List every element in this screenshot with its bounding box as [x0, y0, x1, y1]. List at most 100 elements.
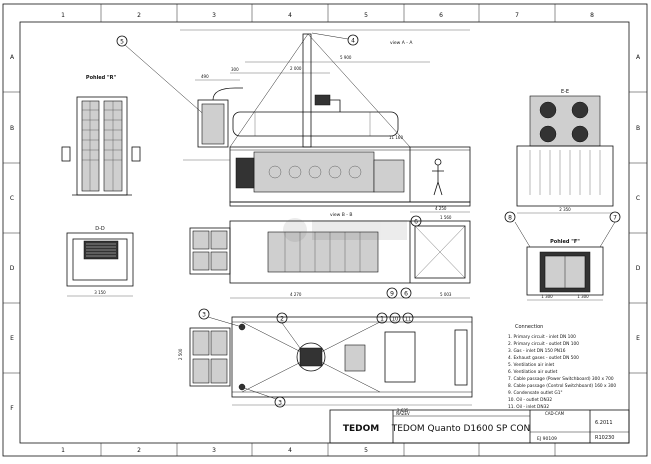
svg-text:10: 10 — [392, 317, 398, 323]
connection-legend: Connection 1. Primary circuit - inlet DN… — [508, 324, 616, 410]
column-grid — [100, 4, 556, 456]
row-label: E — [10, 335, 14, 342]
callout-2: 2 — [276, 312, 301, 349]
callout-6: 6 — [410, 215, 422, 227]
view-title: D-D — [95, 226, 105, 232]
dimension-label: 1 300 — [541, 294, 553, 299]
view-title: Pohled "R" — [86, 75, 117, 81]
legend-item: 8. Cable passage (Control Switchboard) 1… — [508, 383, 616, 389]
legend-item: 11. Oil - inlet DN32 — [508, 404, 549, 410]
view-d-d: D-D 3 150 — [66, 226, 134, 297]
col-label: 3 — [212, 12, 216, 19]
nazev-label: NÁZEV — [396, 411, 410, 416]
dimension-label: 5 900 — [340, 55, 352, 60]
cad-label: CAD-CAM — [545, 411, 565, 416]
inner-frame — [19, 21, 630, 444]
tedom-logo: TEDOM — [343, 424, 379, 434]
view-pohled-f: Pohled "F" 1 300 1 300 — [514, 221, 616, 301]
legend-item: 5. Ventilation air inlet — [508, 362, 554, 368]
dimension-label: 2 635 — [397, 408, 409, 413]
legend-item: 1. Primary circuit - inlet DN 100 — [508, 334, 576, 340]
view-b-b: view B - B 4 270 5 003 1 560 — [189, 212, 471, 299]
dimension-label: 3 150 — [94, 290, 106, 295]
callout-3-top: 3 — [198, 308, 243, 328]
svg-text:4: 4 — [351, 38, 355, 45]
col-label: 1 — [61, 447, 65, 454]
row-label: E — [636, 335, 640, 342]
col-label: 7 — [515, 12, 519, 19]
view-roof-plan: 2 635 2 500 — [178, 316, 473, 413]
callout-4: 4 — [311, 32, 359, 46]
col-label: 2 — [137, 447, 141, 454]
row-label: A — [636, 54, 641, 61]
dimension-label: 4 250 — [435, 206, 447, 211]
dimension-label: 11 160 — [389, 135, 403, 140]
svg-text:5: 5 — [120, 39, 124, 46]
col-label: 5 — [364, 447, 368, 454]
row-label: C — [636, 195, 640, 202]
view-pohled-r: Pohled "R" — [61, 75, 141, 196]
col-label: 6 — [439, 12, 443, 19]
callout-10: 10 — [389, 312, 401, 324]
watermark — [283, 218, 407, 242]
view-title: E-E — [561, 89, 569, 95]
legend-item: 4. Exhaust gases - outlet DN 500 — [508, 355, 579, 361]
view-title: view A - A — [390, 40, 413, 46]
row-labels: A B C D E F A B C D E — [10, 54, 641, 412]
dimension-label: 4 270 — [290, 292, 302, 297]
callout-3-bottom: 3 — [243, 387, 286, 408]
row-label: D — [636, 265, 641, 272]
row-label: D — [10, 265, 15, 272]
view-e-e: E-E 2 350 — [516, 89, 614, 214]
legend-item: 7. Cable passage (Power Switchboard) 300… — [508, 376, 614, 382]
svg-text:3: 3 — [278, 400, 282, 407]
col-label: 4 — [288, 447, 292, 454]
legend-item: 3. Gas - inlet DN 150 PN16 — [508, 348, 566, 354]
dimension-label: 300 — [231, 67, 239, 72]
legend-item: 6. Ventilation air outlet — [508, 369, 558, 375]
callout-9: 9 — [386, 287, 398, 299]
col-label: 5 — [364, 12, 368, 19]
svg-text:3: 3 — [202, 312, 206, 319]
col-label: 2 — [137, 12, 141, 19]
callout-5: 5 — [116, 35, 209, 119]
row-grid — [3, 91, 647, 374]
dimension-label: 1 300 — [577, 294, 589, 299]
row-label: F — [10, 405, 14, 412]
svg-text:1: 1 — [380, 316, 384, 323]
legend-item: 10. Oil - outlet DN32 — [508, 397, 552, 403]
drawing-number: EJ 90109 — [537, 436, 557, 442]
legend-item: 2. Primary circuit - outlet DN 100 — [508, 341, 579, 347]
svg-text:6: 6 — [404, 291, 408, 298]
dimension-label: 2 500 — [178, 348, 183, 360]
callout-7: 7 — [609, 211, 621, 223]
legend-item: 9. Condensate outlet G1" — [508, 390, 562, 396]
view-title: view B - B — [330, 212, 352, 218]
col-label: 8 — [590, 12, 594, 19]
dimension-label: 2 000 — [290, 66, 302, 71]
callout-8: 8 — [504, 211, 516, 223]
revision-number: R10230 — [595, 435, 614, 441]
dimension-label: 1 560 — [440, 215, 452, 220]
callout-6b: 6 — [400, 287, 412, 299]
svg-text:6: 6 — [414, 219, 418, 226]
column-labels: 1 2 3 4 5 6 7 8 1 2 3 4 5 — [61, 12, 594, 454]
row-label: A — [10, 54, 15, 61]
row-label: C — [10, 195, 14, 202]
svg-text:8: 8 — [508, 215, 512, 222]
drawing-title: TEDOM Quanto D1600 SP CON — [391, 424, 531, 434]
col-label: 1 — [61, 12, 65, 19]
svg-text:9: 9 — [390, 291, 394, 298]
title-block: TEDOM NÁZEV TEDOM Quanto D1600 SP CON CA… — [329, 409, 630, 444]
view-title: Pohled "F" — [550, 239, 580, 245]
svg-text:2: 2 — [280, 316, 284, 323]
drawing-date: 6.2011 — [595, 420, 613, 426]
view-a-a: view A - A 300 5 900 2 000 490 — [180, 29, 471, 213]
dimension-label: 2 350 — [559, 207, 571, 212]
legend-heading: Connection — [515, 324, 543, 330]
callout-1: 1 — [376, 312, 388, 324]
dimension-label: 5 003 — [440, 292, 452, 297]
svg-text:11: 11 — [405, 317, 411, 323]
